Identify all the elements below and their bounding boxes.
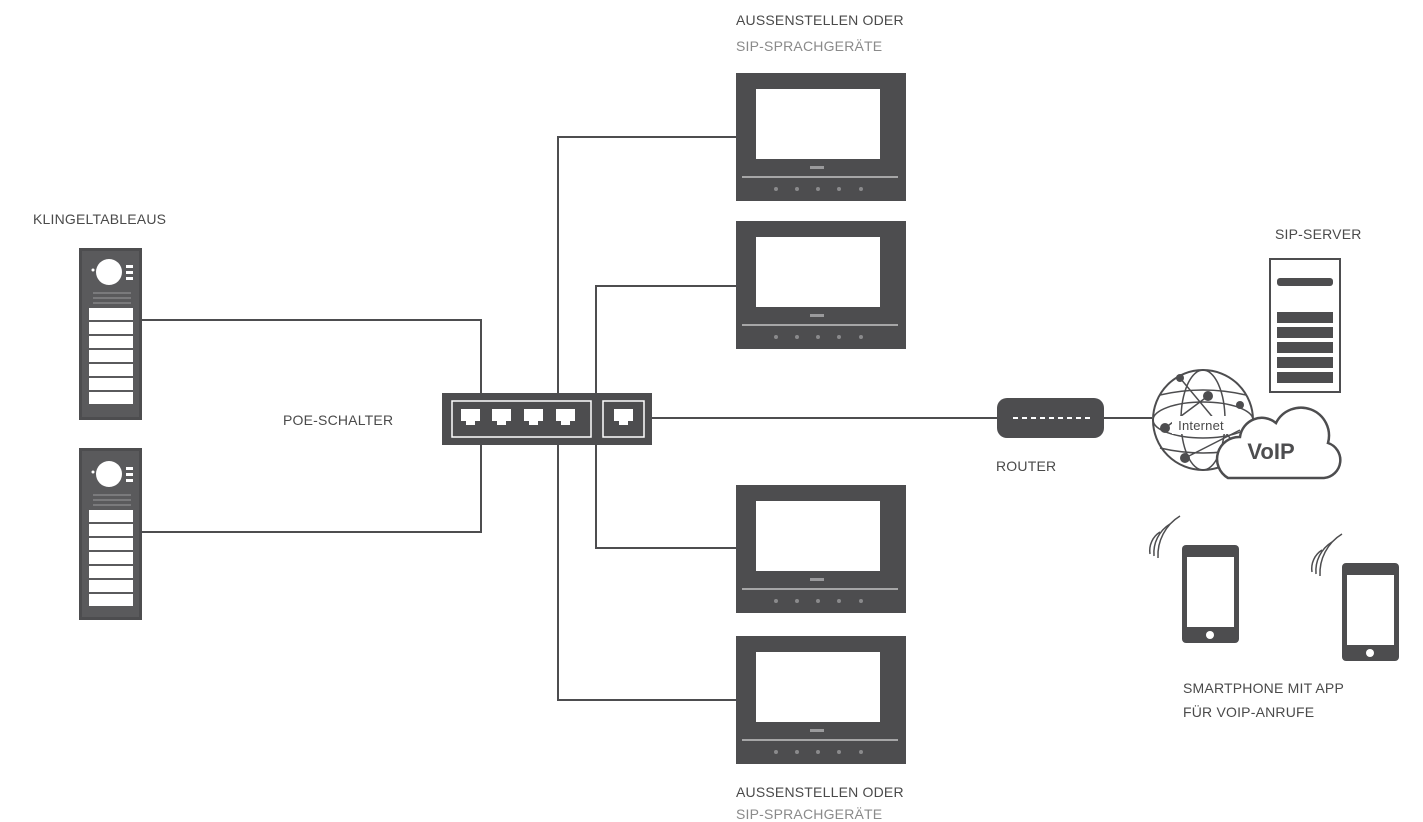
voip-cloud-icon: VoIP bbox=[1215, 406, 1342, 480]
sip-server-label: SIP-SERVER bbox=[1275, 226, 1362, 242]
monitor-3 bbox=[736, 485, 906, 613]
line-switch-monitor4 bbox=[557, 445, 736, 701]
wifi-signal-1-icon bbox=[1148, 515, 1181, 559]
internet-label: Internet bbox=[1178, 418, 1224, 433]
panels-label: KLINGELTABLEAUS bbox=[33, 211, 166, 227]
smartphone-2-icon bbox=[1342, 563, 1399, 661]
router-icon bbox=[997, 398, 1104, 438]
monitor-4 bbox=[736, 636, 906, 764]
connection-lines bbox=[142, 136, 1152, 701]
smartphone-label-line2: FÜR VOIP-ANRUFE bbox=[1183, 703, 1314, 720]
poe-switch-label: POE-SCHALTER bbox=[283, 412, 393, 428]
poe-switch bbox=[442, 393, 652, 445]
line-panel1-switch bbox=[142, 319, 482, 393]
monitor-2 bbox=[736, 221, 906, 349]
router-label: ROUTER bbox=[996, 458, 1056, 474]
top-group-label-line1: AUSSENSTELLEN ODER bbox=[736, 12, 904, 28]
door-panel-1 bbox=[79, 248, 142, 420]
smartphone-label-line1: SMARTPHONE MIT APP bbox=[1183, 680, 1344, 696]
door-panel-2 bbox=[79, 448, 142, 620]
line-panel2-switch bbox=[142, 445, 482, 533]
wifi-signal-2-icon bbox=[1310, 533, 1343, 577]
top-group-label-line2: SIP-SPRACHGERÄTE bbox=[736, 38, 882, 54]
bottom-group-label-line2: SIP-SPRACHGERÄTE bbox=[736, 806, 882, 822]
sip-server-icon bbox=[1269, 258, 1341, 393]
monitor-1 bbox=[736, 73, 906, 201]
line-switch-monitor2 bbox=[595, 285, 736, 393]
voip-label: VoIP bbox=[1247, 439, 1294, 464]
smartphone-1-icon bbox=[1182, 545, 1239, 643]
line-switch-monitor1 bbox=[557, 136, 736, 393]
bottom-group-label-line1: AUSSENSTELLEN ODER bbox=[736, 784, 904, 800]
line-switch-monitor3 bbox=[595, 445, 736, 549]
ethernet-port-icons bbox=[461, 409, 633, 425]
